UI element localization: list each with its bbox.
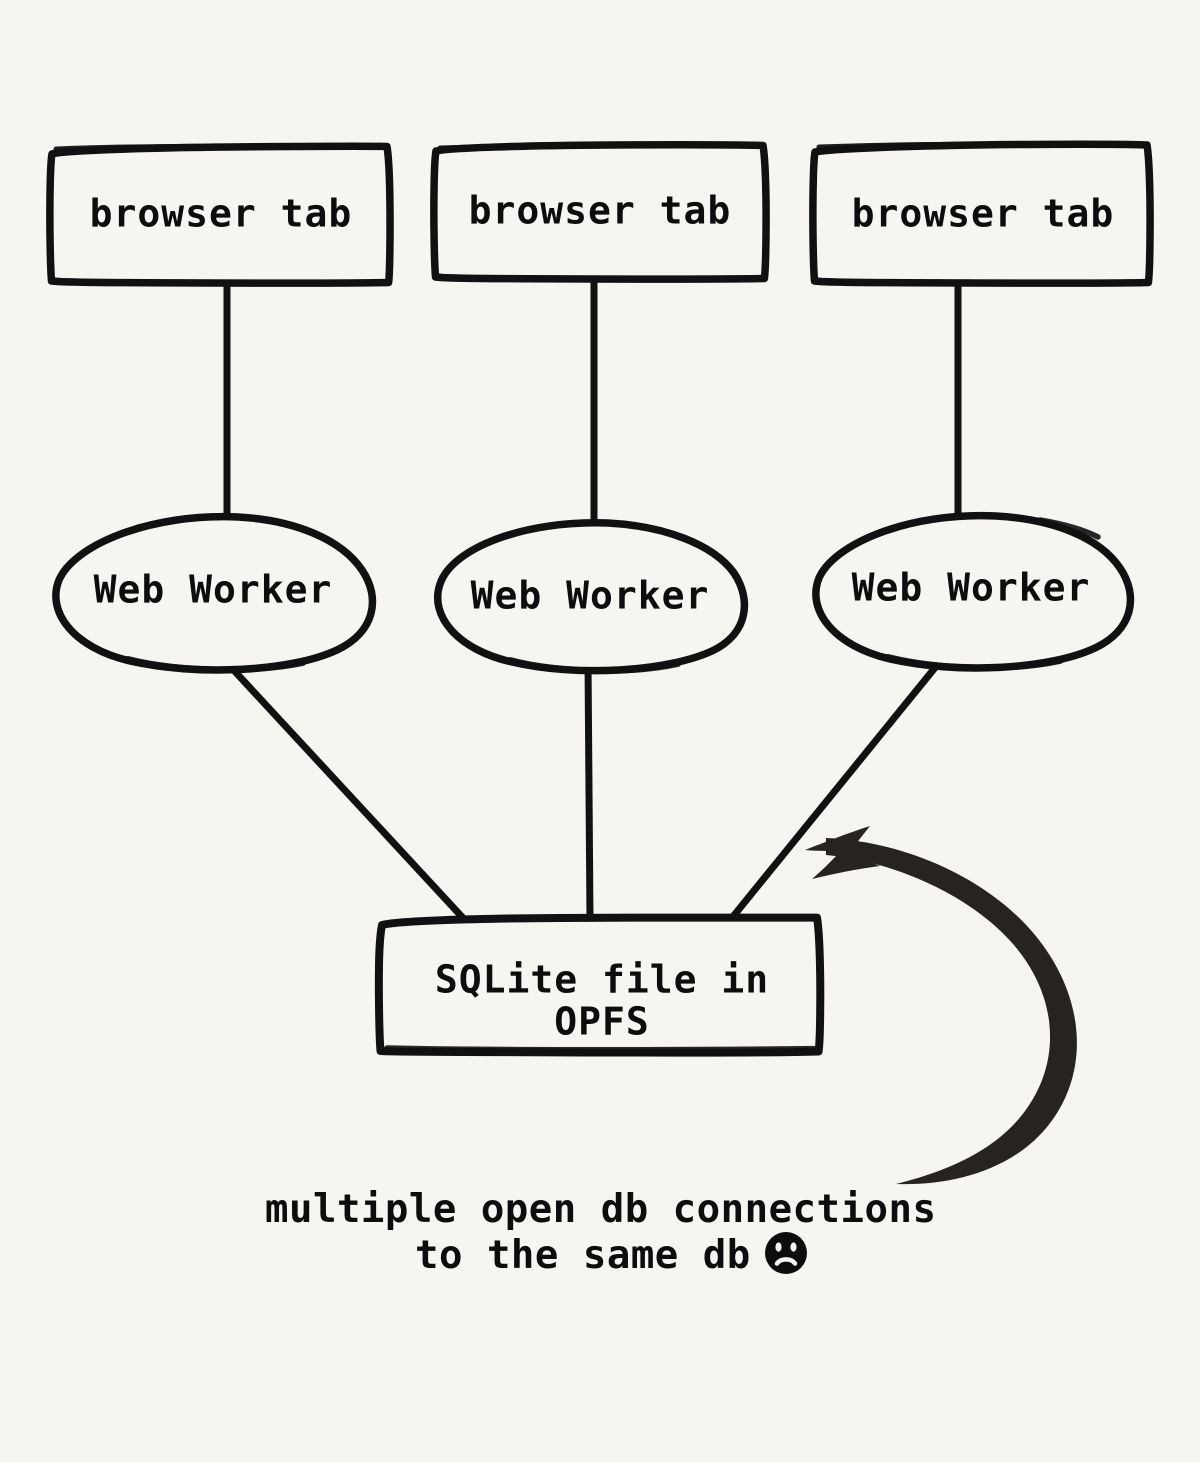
tab3-label: browser tab <box>852 192 1115 236</box>
tab3-outline-overlay <box>816 141 1148 150</box>
emoji-face-circle <box>765 1232 807 1274</box>
tab1-outline-overlay <box>53 143 387 152</box>
frowning-face-icon <box>765 1232 807 1274</box>
emoji-frown-mouth <box>774 1257 798 1266</box>
worker2-outline-overlay <box>507 657 681 674</box>
worker3-outline-tick <box>1037 517 1101 540</box>
edges-worker-to-storage <box>224 658 942 923</box>
web-worker-node-1[interactable]: Web Worker <box>52 512 377 674</box>
caption-line-2: to the same db <box>415 1233 751 1278</box>
web-worker-node-3[interactable]: Web Worker <box>812 511 1135 672</box>
arrow-head <box>805 826 880 879</box>
worker2-fill <box>438 524 742 668</box>
worker1-fill <box>55 516 371 668</box>
emoji-eye-left <box>775 1242 782 1252</box>
emoji-eye-right <box>790 1242 797 1252</box>
storage-label-line1: SQLite file in <box>435 958 769 1002</box>
annotation-arrow <box>805 826 1077 1185</box>
edge-worker2-storage <box>584 658 594 923</box>
worker3-label: Web Worker <box>852 566 1091 610</box>
edge-worker1-storage <box>224 660 468 923</box>
storage-outline <box>374 913 825 1057</box>
web-worker-node-2[interactable]: Web Worker <box>434 519 749 675</box>
tab2-outline-overlay <box>437 142 763 151</box>
worker1-label: Web Worker <box>94 568 333 612</box>
storage-outline-overlay <box>384 1045 817 1053</box>
tab1-label: browser tab <box>90 192 353 236</box>
tab1-fill <box>51 146 390 282</box>
browser-tab-node-2[interactable]: browser tab <box>430 141 770 283</box>
worker1-outline-overlay <box>125 656 306 673</box>
storage-label-line2: OPFS <box>554 1000 650 1044</box>
browser-tab-node-1[interactable]: browser tab <box>46 142 394 287</box>
annotation-caption: multiple open db connections to the same… <box>265 1187 936 1278</box>
edge-worker3-storage <box>727 660 942 923</box>
worker3-fill <box>813 515 1129 665</box>
tab2-label: browser tab <box>469 189 732 233</box>
tab3-fill <box>814 144 1150 282</box>
worker3-outline-overlay <box>885 654 1063 671</box>
tab2-fill <box>435 145 766 278</box>
edges-tab-to-worker <box>223 272 962 524</box>
caption-line-1: multiple open db connections <box>265 1187 936 1232</box>
worker2-label: Web Worker <box>471 574 710 618</box>
storage-fill <box>380 917 821 1052</box>
sqlite-storage-node[interactable]: SQLite file in OPFS <box>374 913 825 1057</box>
arrow-shaft <box>826 838 1077 1185</box>
browser-tab-node-3[interactable]: browser tab <box>809 140 1154 287</box>
